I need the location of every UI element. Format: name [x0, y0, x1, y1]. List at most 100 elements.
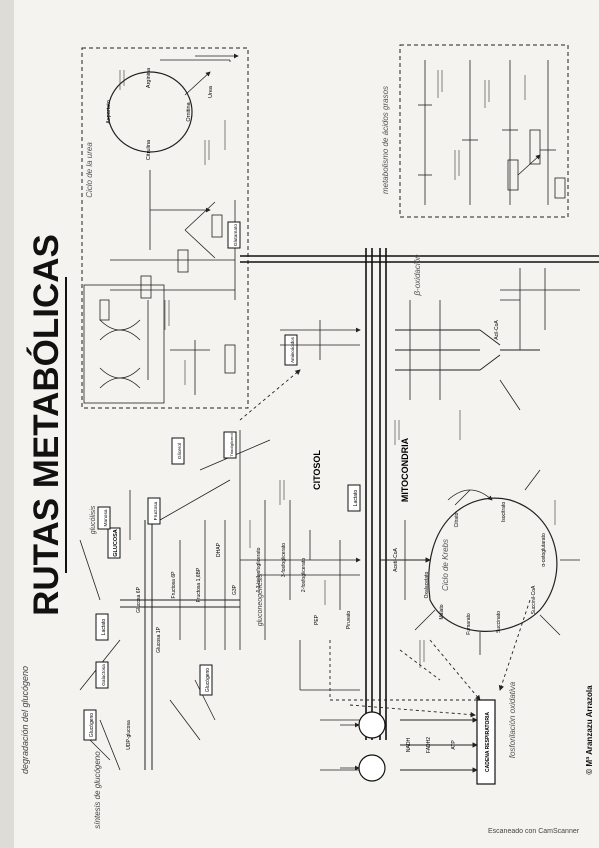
glicerol-box: [171, 437, 185, 465]
glutamato-box: [227, 221, 241, 249]
krebs-cycle-loop: [428, 497, 558, 632]
udp-glucosa-label: UDP-glucosa: [126, 720, 132, 750]
lactato-box-left-label: Lactato: [101, 619, 107, 636]
glucosa-box: [107, 527, 121, 559]
lactato-box-right: [347, 484, 361, 512]
handwritten-urea-cycle: Ciclo de la urea: [85, 142, 94, 198]
isocitrato-label: Isocitrato: [501, 502, 507, 523]
glutamina-box-small: [211, 214, 223, 238]
credit-group: © Mª Aranzazu Arrazola: [585, 685, 594, 775]
transamination-subbox: [83, 284, 165, 404]
aspartato-label: Aspartato: [106, 100, 112, 124]
urea-cycle: Arginina Ornitina Citrulina Aspartato Ur…: [99, 53, 239, 395]
g3p-label: G3P: [232, 584, 238, 595]
acil-coa-label: Acil-CoA: [494, 320, 500, 340]
nadh-label: NADH: [406, 738, 412, 753]
acil-coa-label-group: Acil-CoA: [494, 320, 500, 340]
pg3-label: 3-fosfoglicerato: [281, 543, 287, 577]
aminoacidos-box-label: Aminoácidos: [290, 336, 295, 363]
glucosa-box-label: GLUCOSA: [113, 529, 119, 557]
fadh2-label: FADH2: [426, 737, 432, 753]
handwritten-glycogen-synthesis: síntesis de glucógeno: [93, 751, 102, 829]
handwritten-gluconeogenesis-group: gluconeogénesis: [257, 573, 264, 626]
lactato-box-left: [95, 613, 109, 641]
succinil-coa-label: Succinil-CoA: [531, 585, 537, 614]
cytosol-label: CITOSOL: [312, 450, 322, 490]
glycolysis-node-labels: Glucosa 6P Fructosa 6P Fructosa 1,6BP DH…: [126, 542, 352, 749]
triacilglicerol-box-label: Triacilglicerol: [229, 433, 234, 456]
fatty-acid-block: [418, 60, 580, 350]
handwritten-glycogen-degradation: degradación del glucógeno: [20, 666, 30, 774]
shuttle-circle-upper: [358, 711, 386, 739]
alfa-kg-label: α-cetoglutarato: [541, 533, 547, 567]
citrulina-label: Citrulina: [146, 139, 152, 160]
manosa-box: [97, 506, 111, 530]
handwritten-urea-cycle-group: Ciclo de la urea: [85, 142, 94, 198]
respiratory-chain: CADENA RESPIRATORIA: [320, 699, 496, 785]
cytosol-label-group: CITOSOL: [312, 450, 322, 490]
page-title: RUTAS METABÓLICAS: [26, 234, 66, 616]
handwritten-fatty-acid: metabolismo de ácidos grasos: [381, 86, 390, 194]
acyl-box-c: [554, 177, 566, 199]
glucogeno-box-2: [199, 664, 213, 696]
author-credit: © Mª Aranzazu Arrazola: [585, 685, 594, 775]
glutamato-box-small: [177, 249, 189, 273]
pep-label: PEP: [314, 614, 320, 625]
dense-annotation-marks: [119, 70, 556, 668]
triacilglicerol-box: [223, 431, 237, 459]
aminoacidos-box: [284, 334, 298, 366]
glucogeno-box: [83, 709, 97, 741]
dhap-label: DHAP: [216, 542, 222, 557]
handwritten-glycolysis: glucólisis: [90, 505, 97, 534]
handwritten-beta-oxidation-group: β-oxidación: [413, 254, 422, 297]
krebs-cycle: [380, 469, 580, 655]
galactosa-box: [95, 661, 109, 689]
glucogeno-box-label: Glucógeno: [89, 713, 95, 737]
handwritten-krebs-group: Ciclo de Krebs: [441, 539, 450, 591]
fatty-acid-region-box: [399, 44, 569, 218]
glycolysis-boxes: GLUCOSA Glucógeno Glucógeno Lactato Gala…: [83, 221, 361, 741]
galactosa-box-label: Galactosa: [101, 664, 107, 686]
glucosa-6p-label: Glucosa 6P: [136, 586, 142, 613]
fructosa-box-label: Fructosa: [153, 501, 159, 520]
handwritten-gluconeogenesis: gluconeogénesis: [257, 573, 264, 626]
handwritten-glycolysis-group: glucólisis: [90, 505, 97, 534]
cadena-respiratoria-label: CADENA RESPIRATORIA: [485, 712, 491, 772]
oxalacetato-label: Oxalacetato: [424, 571, 430, 598]
bpg13-label: 1,3-bisfosfoglicerato: [256, 547, 262, 592]
handwritten-beta-oxidation: β-oxidación: [413, 254, 422, 297]
fumarato-label: Fumarato: [466, 613, 472, 635]
fructosa-box: [147, 497, 161, 525]
piruvato-label: Piruvato: [346, 611, 352, 630]
succinato-label: Succinato: [496, 611, 502, 633]
ornitina-label: Ornitina: [186, 101, 192, 121]
fructosa-16bp-label: Fructosa 1,6BP: [196, 567, 202, 602]
glucogeno-box-2-label: Glucógeno: [205, 668, 211, 692]
acyl-box-b: [529, 129, 541, 165]
beta-oxidation-block: [280, 300, 540, 411]
cadena-respiratoria-box: [476, 699, 496, 785]
manosa-box-label: Manosa: [103, 509, 109, 526]
acetil-coa-label: Acetil-CoA: [393, 548, 399, 572]
lactato-box-right-label: Lactato: [353, 490, 359, 507]
malato-label: Malato: [439, 604, 445, 619]
arginina-label: Arginina: [146, 67, 152, 88]
handwritten-oxphos: fosforilación oxidativa: [508, 681, 517, 758]
shuttle-circle-lower: [358, 754, 386, 782]
handwritten-krebs: Ciclo de Krebs: [441, 539, 450, 591]
glucosa-1p-label: Glucosa 1P: [156, 626, 162, 653]
mitochondrial-membrane: [240, 248, 599, 740]
nh3-box: [140, 275, 152, 299]
pg2-label: 2-fosfoglicerato: [301, 558, 307, 592]
glicerol-box-label: Glicerol: [177, 443, 183, 459]
mitochondria-label: MITOCONDRIA: [400, 437, 410, 502]
handwritten-glycogen-synthesis-group: síntesis de glucógeno: [93, 751, 102, 829]
atp-label: ATP: [451, 740, 457, 750]
amino-acid-region-box: [81, 47, 249, 409]
page-title-group: RUTAS METABÓLICAS: [26, 234, 67, 616]
glutamato-box-label: Glutamato: [233, 224, 239, 246]
scanner-footer: Escaneado con CamScanner: [488, 828, 580, 835]
handwritten-glycogen-degradation-group: degradación del glucógeno: [20, 666, 30, 774]
